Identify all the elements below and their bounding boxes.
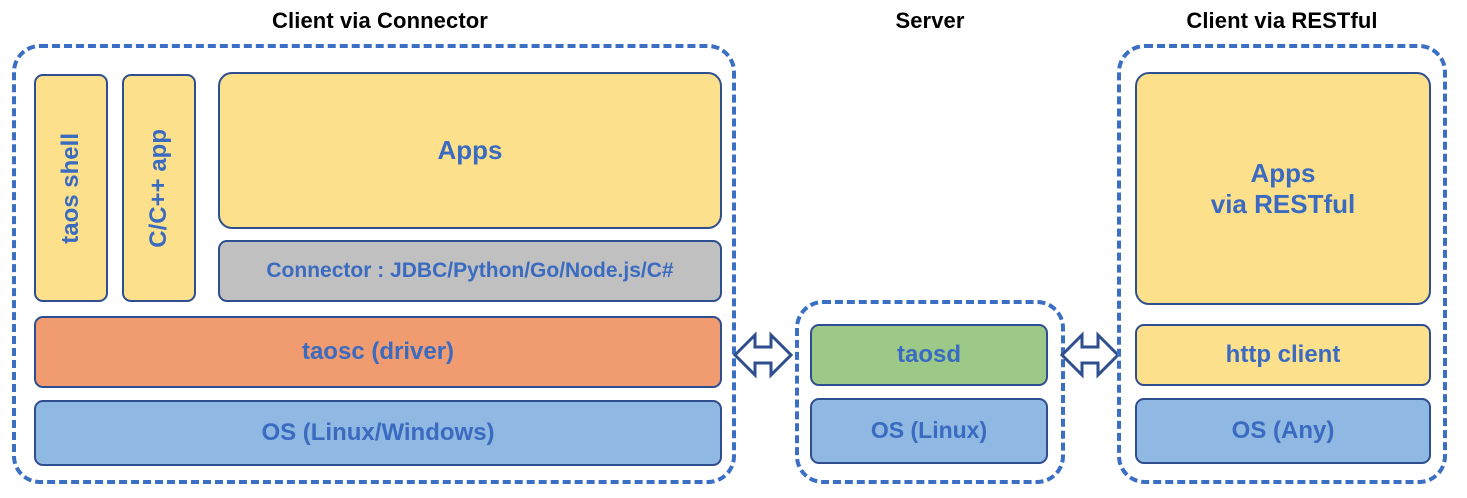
box-http-client: http client — [1135, 324, 1431, 386]
box-apps-via-restful-label-line2: via RESTful — [1210, 188, 1356, 219]
box-taos-shell: taos shell — [34, 74, 108, 302]
box-c-cpp-app: C/C++ app — [122, 74, 196, 302]
bidirectional-arrow-icon-right — [1059, 327, 1121, 383]
box-taosd-label: taosd — [896, 340, 961, 368]
box-apps-connector-label: Apps — [437, 135, 503, 166]
box-http-client-label: http client — [1225, 340, 1341, 368]
box-taosd: taosd — [810, 324, 1048, 386]
box-os-linux-windows-label: OS (Linux/Windows) — [261, 418, 495, 446]
box-apps-via-restful: Apps via RESTful — [1135, 72, 1431, 305]
box-taosc-driver-label: taosc (driver) — [301, 337, 455, 365]
box-c-cpp-app-label: C/C++ app — [144, 128, 172, 248]
box-apps-via-restful-label-line1: Apps — [1250, 157, 1316, 188]
box-taos-shell-label: taos shell — [56, 132, 84, 244]
panel-client-via-connector — [12, 44, 736, 484]
section-title-client-restful: Client via RESTful — [1186, 8, 1378, 33]
box-os-any: OS (Any) — [1135, 398, 1431, 464]
bidirectional-arrow-icon-left — [732, 327, 794, 383]
panel-server — [795, 300, 1065, 484]
box-connector-libraries: Connector : JDBC/Python/Go/Node.js/C# — [218, 240, 722, 302]
panel-client-via-restful — [1117, 44, 1447, 484]
box-os-linux-windows: OS (Linux/Windows) — [34, 400, 722, 466]
section-title-client-connector: Client via Connector — [272, 8, 488, 33]
box-os-linux: OS (Linux) — [810, 398, 1048, 464]
section-title-server: Server — [895, 8, 965, 33]
box-connector-libraries-label: Connector : JDBC/Python/Go/Node.js/C# — [266, 258, 674, 282]
box-os-any-label: OS (Any) — [1231, 416, 1335, 444]
box-apps-connector: Apps — [218, 72, 722, 229]
box-os-linux-label: OS (Linux) — [870, 417, 988, 444]
box-taosc-driver: taosc (driver) — [34, 316, 722, 388]
